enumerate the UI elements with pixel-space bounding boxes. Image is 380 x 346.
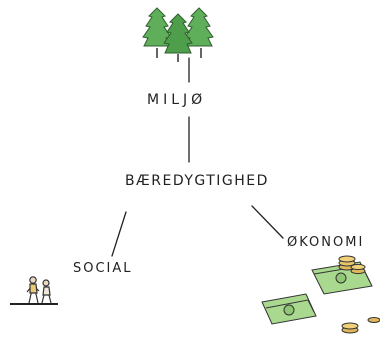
node-baeredygtighed: BÆREDYGTIGHED: [125, 173, 269, 189]
money-icon: [261, 255, 380, 334]
node-social: SOCIAL: [73, 261, 133, 276]
trees-icon: [142, 7, 214, 62]
node-okonomi: ØKONOMI: [287, 235, 365, 250]
connector-lines: [111, 57, 284, 257]
connector-center-left: [111, 211, 127, 257]
connector-center-right: [251, 205, 284, 239]
people-icon: [10, 276, 58, 305]
node-miljo: MILJØ: [147, 92, 207, 108]
